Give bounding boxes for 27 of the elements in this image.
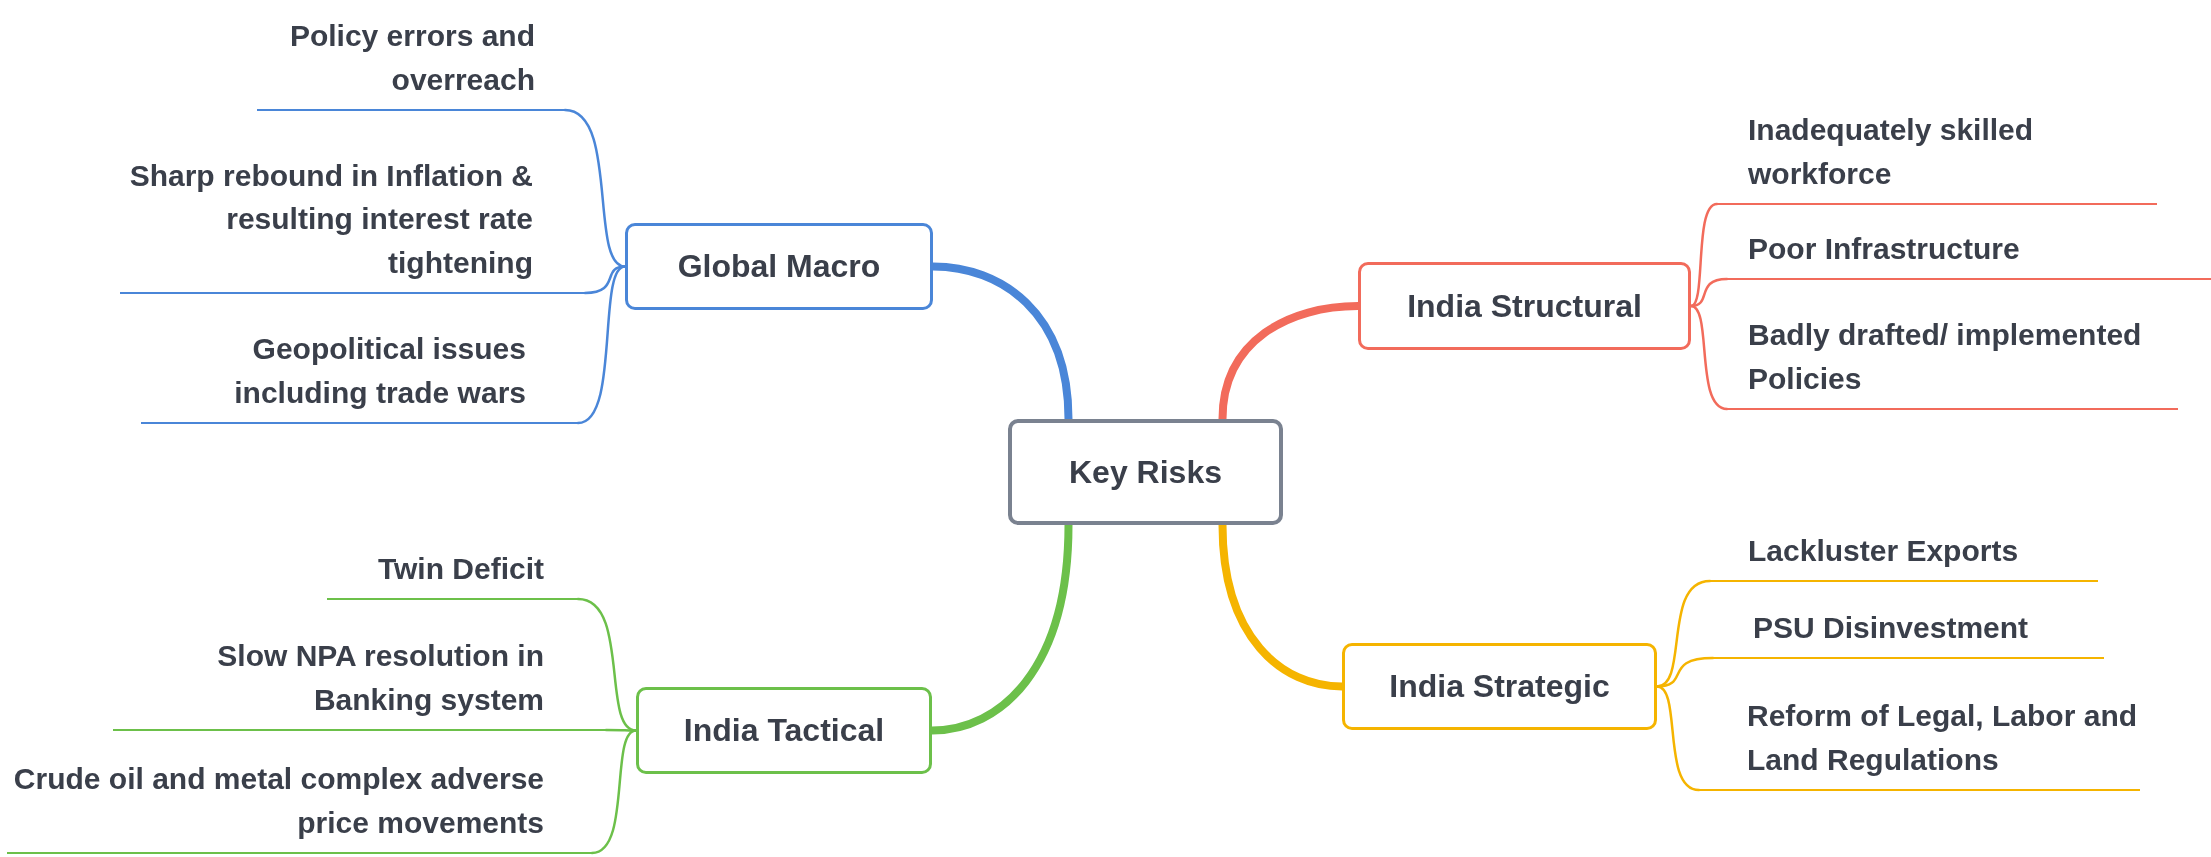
subtopic-text: Poor Infrastructure (1748, 230, 2020, 267)
topic-text: India Structural (1407, 287, 1642, 325)
subtopic-text: Inadequately skilled workforce (1748, 112, 2035, 192)
subtopic-text: Sharp rebound in Inflation & resulting interest rate tightening (128, 157, 533, 281)
topic-text: Global Macro (677, 248, 881, 285)
branch-connector (1655, 685, 1701, 792)
branch-connector (576, 265, 627, 425)
branch-connector (590, 729, 638, 855)
topic-text: Key Risks (1069, 453, 1222, 491)
topic-box (625, 223, 933, 310)
subtopic-text: Reform of Legal, Labor and Land Regulations (1747, 698, 2139, 778)
subtopic-text: Crude oil and metal complex adverse price movements (12, 761, 544, 841)
central-topic-box (1008, 419, 1283, 525)
subtopic-text: Badly drafted/ implemented Policies (1748, 317, 2143, 397)
subtopic-text: Policy errors and overreach (288, 18, 535, 98)
subtopic-text: Lackluster Exports (1748, 532, 2019, 569)
topic-text: India Strategic (1389, 668, 1610, 705)
topic-text: India Tactical (683, 712, 885, 749)
branch-connector (1689, 202, 1719, 308)
subtopic-text: PSU Disinvestment (1753, 609, 2029, 646)
topic-box (1342, 643, 1657, 730)
subtopic-text: Twin Deficit (377, 550, 544, 587)
subtopic-text: Slow NPA resolution in Banking system (216, 638, 544, 718)
subtopic-text: Geopolitical issues including trade wars (233, 331, 526, 411)
topic-box (636, 687, 932, 774)
branch-connector (1689, 304, 1729, 411)
topic-box (1358, 262, 1691, 350)
